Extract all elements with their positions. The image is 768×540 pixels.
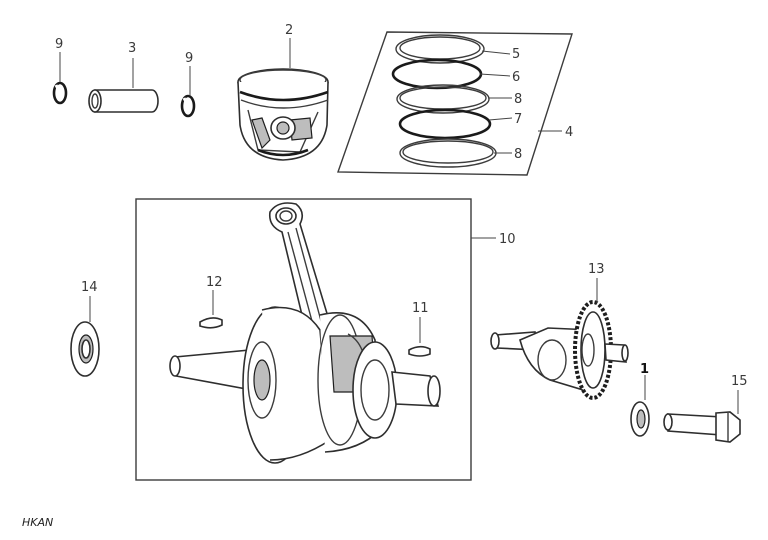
callout-1: 1 bbox=[640, 362, 649, 377]
leader-6 bbox=[479, 73, 511, 77]
leader-7 bbox=[488, 117, 513, 121]
callout-11: 11 bbox=[412, 301, 429, 316]
callout-5: 5 bbox=[512, 47, 520, 62]
piston-pin bbox=[88, 89, 159, 113]
piston bbox=[237, 68, 329, 161]
callout-6: 6 bbox=[512, 70, 520, 85]
callout-4: 4 bbox=[565, 125, 573, 140]
piston-ring-6 bbox=[391, 58, 483, 90]
woodruff-key-12 bbox=[199, 317, 223, 329]
piston-ring-8-lower bbox=[399, 138, 497, 168]
callout-14: 14 bbox=[81, 280, 98, 295]
crankshaft bbox=[169, 306, 441, 464]
callout-10: 10 bbox=[499, 232, 516, 247]
callout-9-right: 9 bbox=[185, 51, 193, 66]
circlip-right bbox=[180, 94, 196, 118]
leader-5 bbox=[481, 50, 511, 55]
washer-1 bbox=[630, 401, 650, 437]
callout-8-lower: 8 bbox=[514, 147, 522, 162]
washer-14 bbox=[70, 321, 100, 377]
callout-12: 12 bbox=[206, 275, 223, 290]
balancer-shaft-gear bbox=[490, 300, 629, 400]
callout-13: 13 bbox=[588, 262, 605, 277]
crankshaft-assembly-frame bbox=[135, 198, 472, 481]
watermark-label: HKAN bbox=[22, 516, 54, 529]
piston-ring-set-frame bbox=[337, 31, 573, 176]
callout-15: 15 bbox=[731, 374, 748, 389]
piston-ring-7 bbox=[398, 108, 492, 140]
bolt-15 bbox=[663, 411, 741, 443]
circlip-left bbox=[52, 81, 68, 105]
callout-9-left: 9 bbox=[55, 37, 63, 52]
callout-3: 3 bbox=[128, 41, 136, 56]
callout-2: 2 bbox=[285, 23, 293, 38]
woodruff-key-11 bbox=[408, 345, 431, 357]
callout-7: 7 bbox=[514, 112, 522, 127]
callout-8-upper: 8 bbox=[514, 92, 522, 107]
